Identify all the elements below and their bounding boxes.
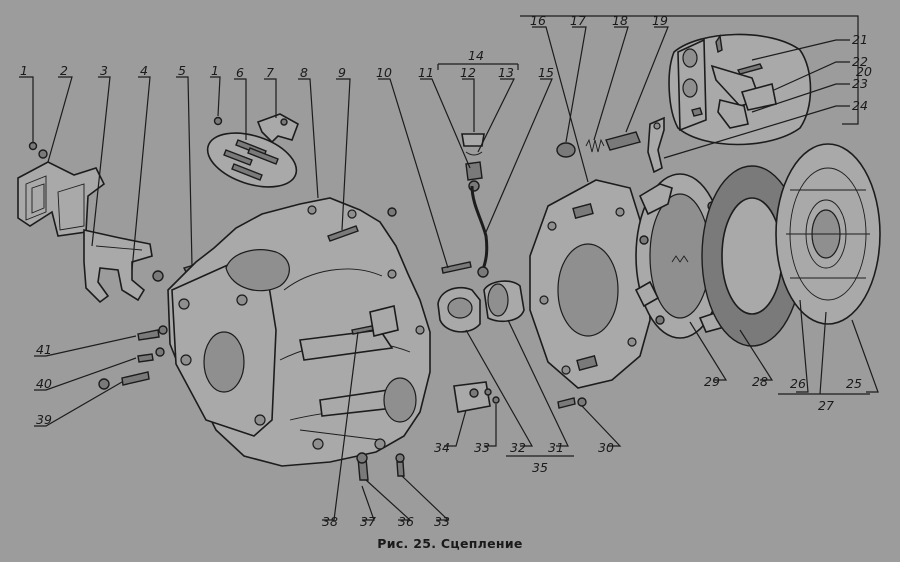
label-39: 39	[36, 412, 52, 427]
label-9: 9	[338, 65, 346, 80]
part-41-washer	[158, 325, 168, 335]
part-11-fitting	[465, 161, 483, 192]
part-40-washer	[155, 347, 165, 357]
part-16-adapter-plate	[529, 179, 651, 389]
label-4: 4	[140, 63, 148, 78]
part-7-bracket	[256, 113, 299, 144]
part-29-pressure-plate	[634, 173, 729, 339]
part-38-pin	[351, 325, 374, 335]
label-33-right: 33	[474, 440, 490, 455]
label-20: 20	[856, 64, 872, 79]
label-28: 28	[752, 374, 768, 389]
part-2-bracket	[17, 161, 106, 237]
part-18-spring	[585, 138, 605, 153]
part-30-bolt	[557, 397, 576, 409]
label-1-left: 1	[20, 63, 28, 78]
label-7: 7	[266, 65, 274, 80]
label-32: 32	[510, 440, 526, 455]
label-24: 24	[852, 98, 868, 113]
label-1-center: 1	[211, 63, 219, 78]
label-23: 23	[852, 76, 868, 91]
part-31-release-bearing	[483, 280, 525, 323]
part-9-bolt	[327, 225, 359, 242]
label-40: 40	[36, 376, 52, 391]
label-38: 38	[322, 514, 338, 529]
label-3: 3	[100, 63, 108, 78]
label-16: 16	[530, 13, 546, 28]
part-19-bolt	[605, 131, 641, 151]
label-33-bottom: 33	[434, 514, 450, 529]
label-13: 13	[498, 65, 514, 80]
part-10-pin	[441, 261, 472, 274]
part-15-hose	[470, 185, 489, 273]
part-39-bolt	[121, 371, 150, 386]
label-29: 29	[704, 374, 720, 389]
label-5: 5	[178, 63, 186, 78]
label-25: 25	[846, 376, 862, 391]
part-30-washer	[577, 397, 587, 407]
leader-lines	[19, 15, 879, 521]
part-39-washer	[98, 378, 110, 390]
figure-caption: Рис. 25. Сцепление	[377, 536, 523, 551]
label-27: 27	[818, 398, 834, 413]
label-36: 36	[398, 514, 414, 529]
label-34: 34	[434, 440, 450, 455]
part-33-bolt-bottom	[396, 461, 405, 477]
part-26-driven-disc	[775, 143, 881, 325]
label-30: 30	[598, 440, 614, 455]
label-31: 31	[548, 440, 564, 455]
part-32-bearing-carrier	[437, 286, 481, 333]
part-6-cover-plate	[206, 132, 298, 188]
part-20-inset-detail	[668, 33, 812, 146]
part-1-bolt-center	[213, 116, 223, 126]
label-21: 21	[852, 32, 868, 47]
part-24-lever	[647, 116, 665, 174]
part-nut-top	[387, 207, 397, 217]
part-13-ring	[465, 151, 483, 156]
label-10: 10	[376, 65, 392, 80]
part-4-fork	[83, 229, 153, 304]
part-1-washer-left	[38, 149, 48, 159]
label-12: 12	[460, 65, 476, 80]
label-2: 2	[60, 63, 68, 78]
label-26: 26	[790, 376, 806, 391]
part-40-bolt	[137, 353, 154, 363]
label-6: 6	[236, 65, 244, 80]
part-8-clutch-housing	[167, 197, 431, 467]
label-8: 8	[300, 65, 308, 80]
part-1-bolt-left	[28, 141, 38, 151]
label-14: 14	[468, 48, 484, 63]
part-34-cover	[453, 381, 492, 413]
label-22: 22	[852, 54, 868, 69]
part-33-washer-right	[492, 396, 500, 404]
part-nut-left	[152, 270, 164, 282]
part-12-cap	[461, 133, 485, 147]
part-17-cap	[556, 142, 576, 158]
label-35: 35	[532, 460, 548, 475]
label-18: 18	[612, 13, 628, 28]
label-37: 37	[360, 514, 376, 529]
part-33-washer-bottom	[395, 453, 405, 463]
part-37-head	[356, 452, 368, 464]
label-11: 11	[418, 65, 434, 80]
label-41: 41	[36, 342, 52, 357]
label-17: 17	[570, 13, 586, 28]
part-15-nut	[477, 266, 489, 278]
label-19: 19	[652, 13, 668, 28]
label-15: 15	[538, 65, 554, 80]
part-41-bolt	[137, 329, 160, 341]
